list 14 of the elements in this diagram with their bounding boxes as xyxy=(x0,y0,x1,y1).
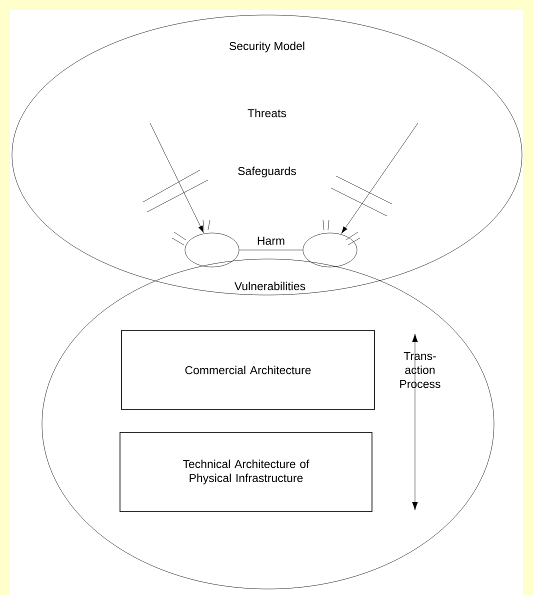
small-ellipse xyxy=(184,232,240,268)
arrow xyxy=(150,122,204,233)
label-text: Vulnerabilities xyxy=(234,282,306,290)
edge-label: Harm xyxy=(258,236,284,245)
small-ellipse xyxy=(302,232,358,268)
label-text: Trans- action Process xyxy=(399,352,441,388)
arrow xyxy=(341,122,418,234)
system-ellipse xyxy=(42,258,494,590)
architecture-box: Commercial Architecture xyxy=(121,330,375,410)
label-text: Threats xyxy=(248,108,286,118)
label-text: Safeguards xyxy=(238,166,296,178)
architecture-box: Technical Architecture of Physical Infrastructure xyxy=(120,432,372,512)
ellipse-title: Security Model xyxy=(229,42,304,52)
model-ellipse xyxy=(12,14,522,296)
